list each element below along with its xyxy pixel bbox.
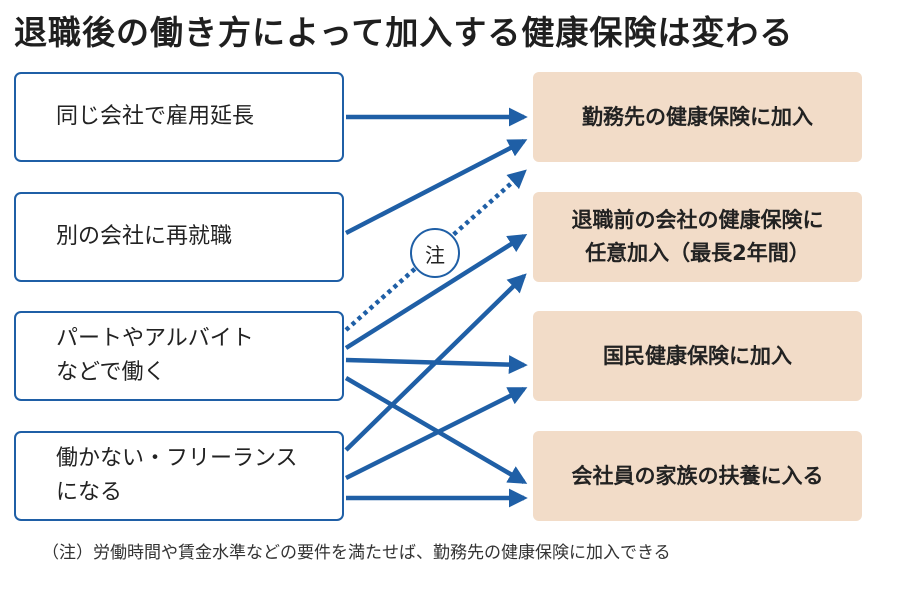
part-time-label-line2: などで働く (56, 360, 166, 385)
arrow-nowork-to-voluntary (344, 273, 527, 452)
voluntary-insurance-box: 退職前の会社の健康保険に 任意加入（最長2年間） (533, 192, 862, 282)
no-work-box: 働かない・フリーランス になる (14, 431, 344, 521)
note-marker: 注 (410, 228, 460, 278)
part-time-box: パートやアルバイト などで働く (14, 311, 344, 401)
arrow-parttime-to-dependent (344, 376, 528, 484)
new-company-box: 別の会社に再就職 (14, 192, 344, 282)
family-dependent-box: 会社員の家族の扶養に入る (533, 431, 862, 521)
voluntary-insurance-label-line1: 退職前の会社の健康保険に (571, 208, 824, 232)
arrow-newcompany-to-employer (344, 139, 528, 235)
part-time-label-line1: パートやアルバイト (56, 326, 254, 351)
employer-insurance-box: 勤務先の健康保険に加入 (533, 72, 862, 162)
no-work-label-line1: 働かない・フリーランス (56, 446, 298, 471)
new-company-label: 別の会社に再就職 (56, 224, 233, 249)
no-work-label-line2: になる (56, 480, 123, 505)
rehire-box: 同じ会社で雇用延長 (14, 72, 344, 162)
footnote: （注）労働時間や賃金水準などの要件を満たせば、勤務先の健康保険に加入できる (42, 543, 671, 563)
diagram-title: 退職後の働き方によって加入する健康保険は変わる (14, 13, 794, 52)
arrow-parttime-to-voluntary (344, 233, 528, 350)
family-dependent-label: 会社員の家族の扶養に入る (571, 463, 824, 488)
arrow-nowork-to-national (344, 386, 528, 481)
employer-insurance-label: 勤務先の健康保険に加入 (582, 104, 813, 129)
national-insurance-box: 国民健康保険に加入 (533, 311, 862, 401)
voluntary-insurance-label-line2: 任意加入（最長2年間） (585, 241, 810, 265)
rehire-label: 同じ会社で雇用延長 (56, 104, 255, 129)
national-insurance-label: 国民健康保険に加入 (603, 343, 792, 368)
